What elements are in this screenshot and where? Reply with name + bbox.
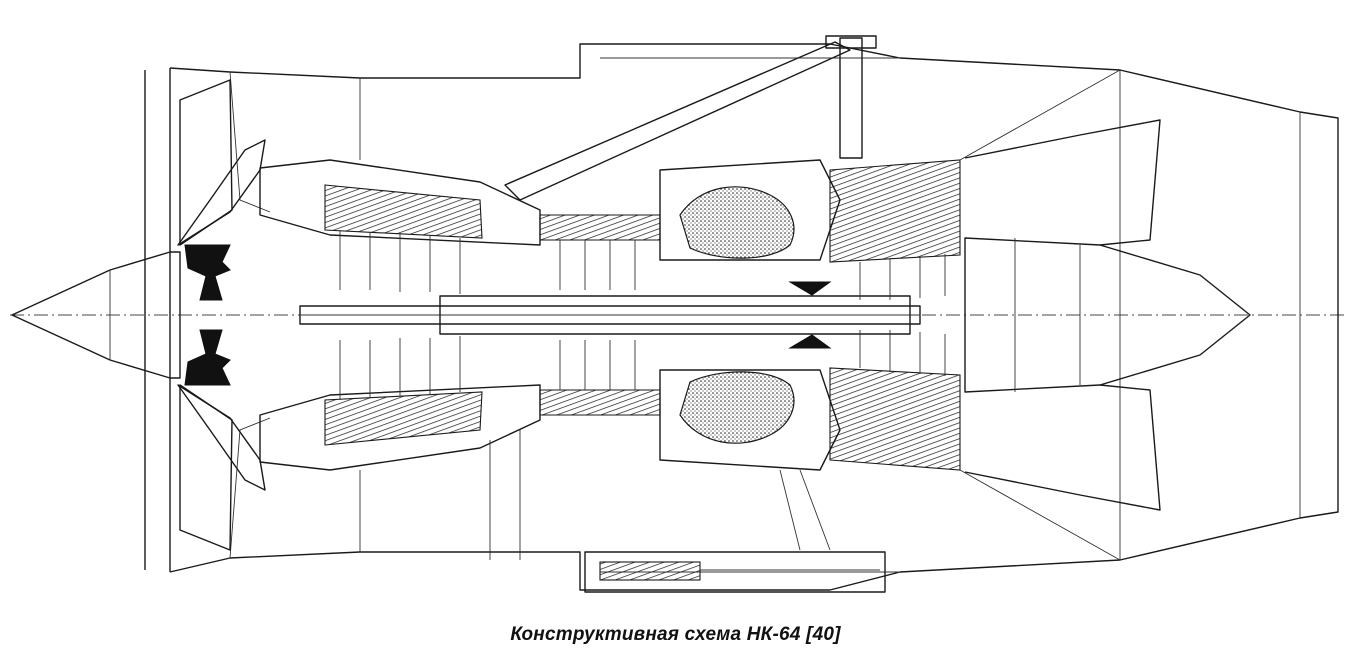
turbine-section [788, 159, 961, 471]
front-bearing-lower [184, 329, 231, 386]
outer-casing [144, 43, 1339, 591]
exhaust-section [959, 69, 1251, 561]
combustion-chamber-upper [679, 186, 795, 259]
combustion-chamber-lower [679, 371, 795, 444]
accessory-gearbox [489, 430, 886, 593]
fan-blades [177, 79, 266, 551]
drive-strut [504, 35, 877, 201]
front-bearing-upper [184, 244, 231, 301]
inlet-spinner [11, 251, 181, 379]
engine-cross-section-drawing [10, 35, 1348, 593]
figure-caption: Конструктивная схема НК-64 [40] [510, 624, 841, 645]
compressor-upper [259, 159, 661, 294]
main-shaft [299, 295, 921, 335]
compressor-lower [259, 336, 661, 471]
